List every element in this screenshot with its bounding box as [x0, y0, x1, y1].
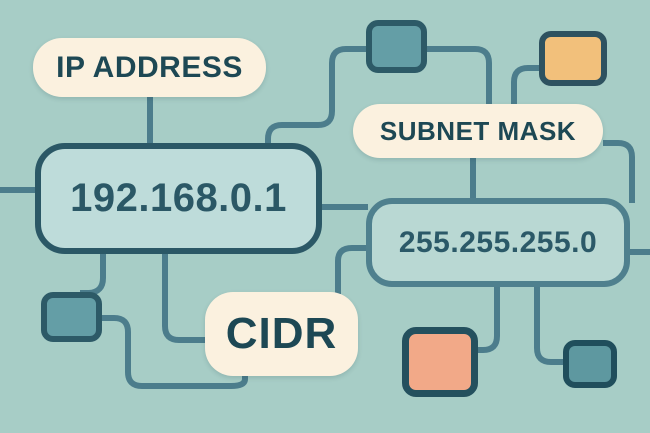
- connector-cidr-label-to-mask-box: [335, 245, 368, 294]
- connector-orange-square-to-subnet-label: [511, 65, 539, 107]
- subnet-mask-value-box: 255.255.255.0: [366, 198, 630, 287]
- subnet-mask-label: SUBNET MASK: [353, 104, 603, 158]
- connector-ip-box-to-cidr-label: [162, 252, 207, 343]
- decor-square-left-teal: [41, 292, 102, 342]
- cidr-label: CIDR: [205, 292, 358, 376]
- connector-subnet-label-to-mask-box-right: [603, 140, 635, 203]
- connector-ip-box-to-left-square: [80, 252, 106, 296]
- connector-mask-box-to-salmon-square: [476, 285, 500, 353]
- connector-ip-box-top-square-subnet-label: [265, 46, 492, 146]
- connector-mask-box-to-bottom-teal-square: [534, 285, 565, 365]
- decor-square-bottom-salmon: [402, 327, 478, 397]
- decor-square-top-teal: [366, 20, 427, 73]
- decor-square-top-orange: [539, 31, 607, 86]
- connector-left-square-to-cidr-label: [98, 315, 248, 389]
- decor-square-bottom-teal: [563, 340, 617, 388]
- ip-address-label: IP ADDRESS: [33, 38, 266, 97]
- ip-address-value-box: 192.168.0.1: [35, 143, 322, 254]
